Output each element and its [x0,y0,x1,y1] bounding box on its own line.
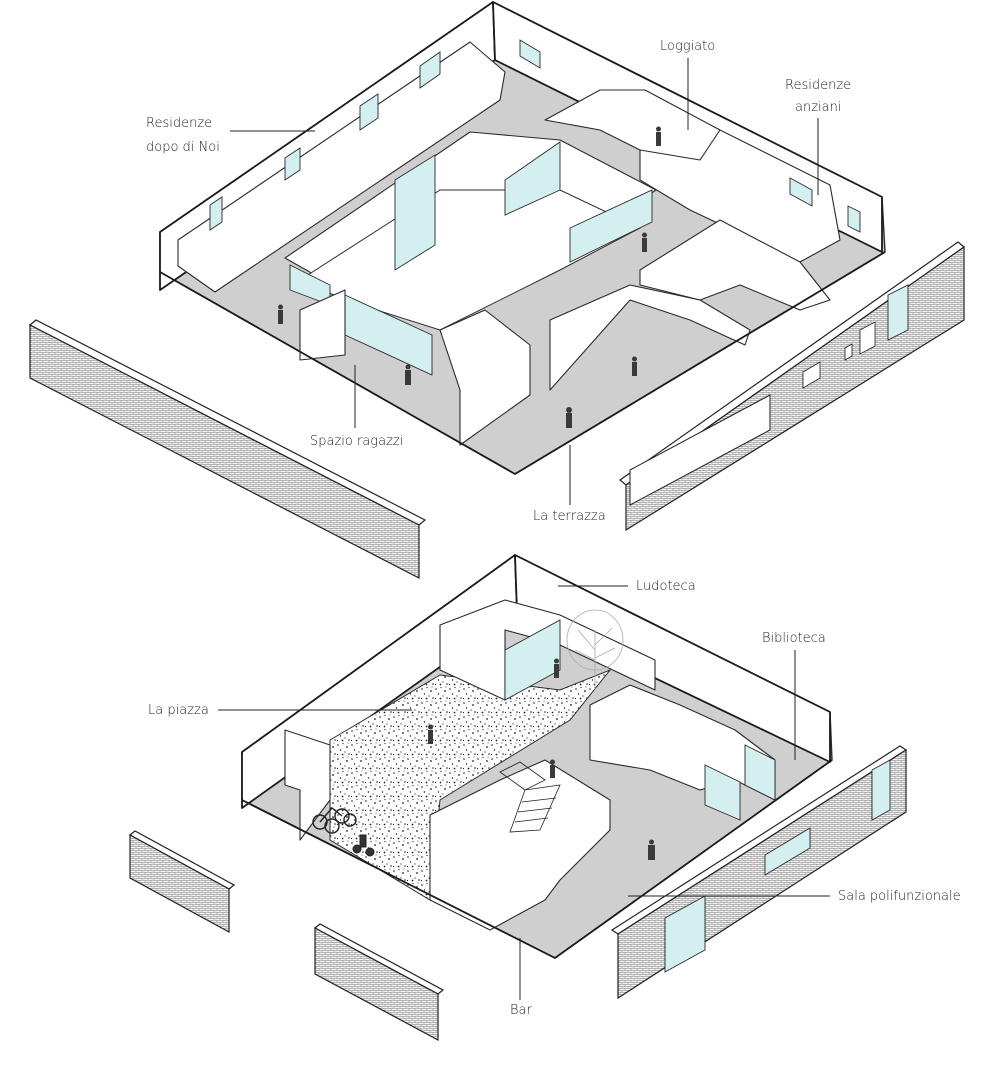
brick-wall-window [887,284,909,341]
person-figure-icon [278,304,283,324]
label-biblioteca: Biblioteca [762,631,826,760]
tree-icon [566,609,624,690]
lower-brick-wall-front [313,923,445,1042]
bicycle-icon [352,834,375,857]
label-residenze-dopo-di-noi: Residenze dopo di Noi [146,116,315,155]
bicycle-icon [312,807,357,834]
central-block-wall [429,759,611,931]
label-bar: Bar [510,938,532,1018]
person-figure-icon [405,364,411,385]
biblioteca-glass [704,764,741,821]
residence-window [209,196,223,231]
lower-level [241,554,833,960]
label-text: Residenze [146,116,212,131]
residence-window [419,51,441,89]
person-figure-icon [656,126,661,146]
upper-front-edge [159,251,886,476]
label-text: dopo di Noi [146,140,220,155]
person-figure-icon [428,724,433,744]
label-text: Biblioteca [762,631,826,646]
residenze-dopo-di-noi-block [177,41,506,293]
label-sala-polifunzionale: Sala polifunzionale [628,889,961,904]
person-figure-icon [550,759,555,778]
staircase-icon [499,761,561,833]
residence-window [789,177,813,207]
front-right-room-wall [549,284,751,391]
courtyard-glass [394,154,436,271]
label-la-piazza: La piazza [148,703,412,718]
lower-brick-wall-left [128,830,236,934]
label-text: Spazio ragazzi [310,434,403,449]
label-text: Loggiato [660,39,715,54]
brick-wall-window [664,895,706,973]
label-text: Ludoteca [636,579,696,594]
label-loggiato: Loggiato [660,39,715,130]
label-spazio-ragazzi: Spazio ragazzi [310,365,403,449]
upper-brick-wall-left [28,319,427,579]
label-text: Residenze [785,78,851,93]
left-room-wall [284,729,331,841]
label-residenze-anziani: Residenze anziani [785,78,851,195]
ludoteca-wall [439,599,656,701]
lower-brick-wall-right [610,745,908,1000]
label-text: La piazza [148,703,209,718]
ludoteca-glass [504,619,561,701]
person-figure-icon [632,356,637,376]
label-text: Bar [510,1003,532,1018]
person-figure-icon [566,407,572,428]
brick-wall-window [764,827,811,876]
courtyard-glass [569,189,653,263]
label-ludoteca: Ludoteca [558,579,696,594]
residence-window [359,93,379,131]
upper-level [159,1,886,476]
label-la-terrazza: La terrazza [533,445,606,524]
person-figure-icon [554,658,559,678]
residence-window [847,205,861,233]
person-figure-icon [648,839,655,860]
upper-brick-wall-right [619,241,965,532]
label-text: anziani [795,100,841,115]
loggiato-area [544,89,721,161]
front-room-wall [439,309,531,446]
label-text: Sala polifunzionale [838,889,961,904]
front-left-wall [299,289,346,361]
right-room-block [639,219,831,311]
person-figure-icon [642,232,647,252]
label-text: La terrazza [533,509,606,524]
residence-window [519,39,541,69]
lower-front-edge [241,759,833,960]
residence-window [284,147,301,181]
brick-wall-window [871,759,891,821]
courtyard-glass [504,141,561,216]
